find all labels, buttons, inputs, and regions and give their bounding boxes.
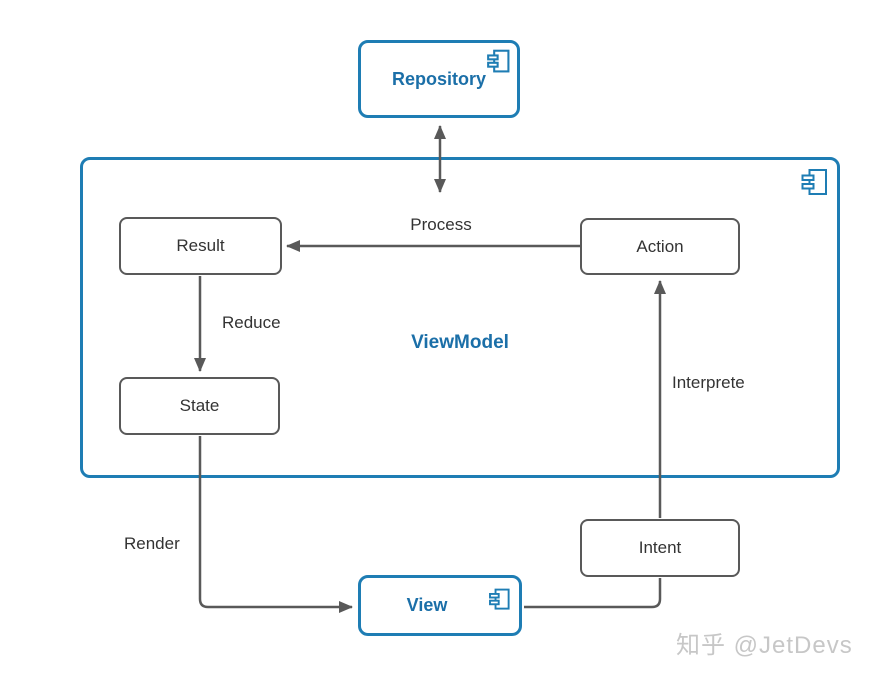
node-repository: Repository xyxy=(358,40,520,118)
edge-render-state-to-view xyxy=(198,436,353,613)
node-view: View xyxy=(358,575,522,636)
node-result: Result xyxy=(119,217,282,275)
edge-label-process: Process xyxy=(410,215,472,234)
watermark: 知乎 @JetDevs xyxy=(676,632,853,659)
component-icon xyxy=(489,588,510,610)
component-icon xyxy=(801,169,827,195)
node-view-label: View xyxy=(406,595,448,615)
component-icon xyxy=(487,49,510,73)
edge-label-render: Render xyxy=(124,534,180,553)
node-intent-label: Intent xyxy=(638,538,682,557)
edge-view-to-intent xyxy=(524,578,662,609)
node-action: Action xyxy=(580,218,740,275)
edge-label-interprete: Interprete xyxy=(672,373,745,392)
viewmodel-container xyxy=(80,157,840,478)
node-result-label: Result xyxy=(176,236,225,255)
edge-label-reduce: Reduce xyxy=(222,313,281,332)
node-action-label: Action xyxy=(636,236,684,256)
node-intent: Intent xyxy=(580,519,740,577)
node-state: State xyxy=(119,377,280,435)
viewmodel-title: ViewModel xyxy=(411,332,509,353)
node-state-label: State xyxy=(179,396,220,415)
node-repository-label: Repository xyxy=(391,68,487,89)
